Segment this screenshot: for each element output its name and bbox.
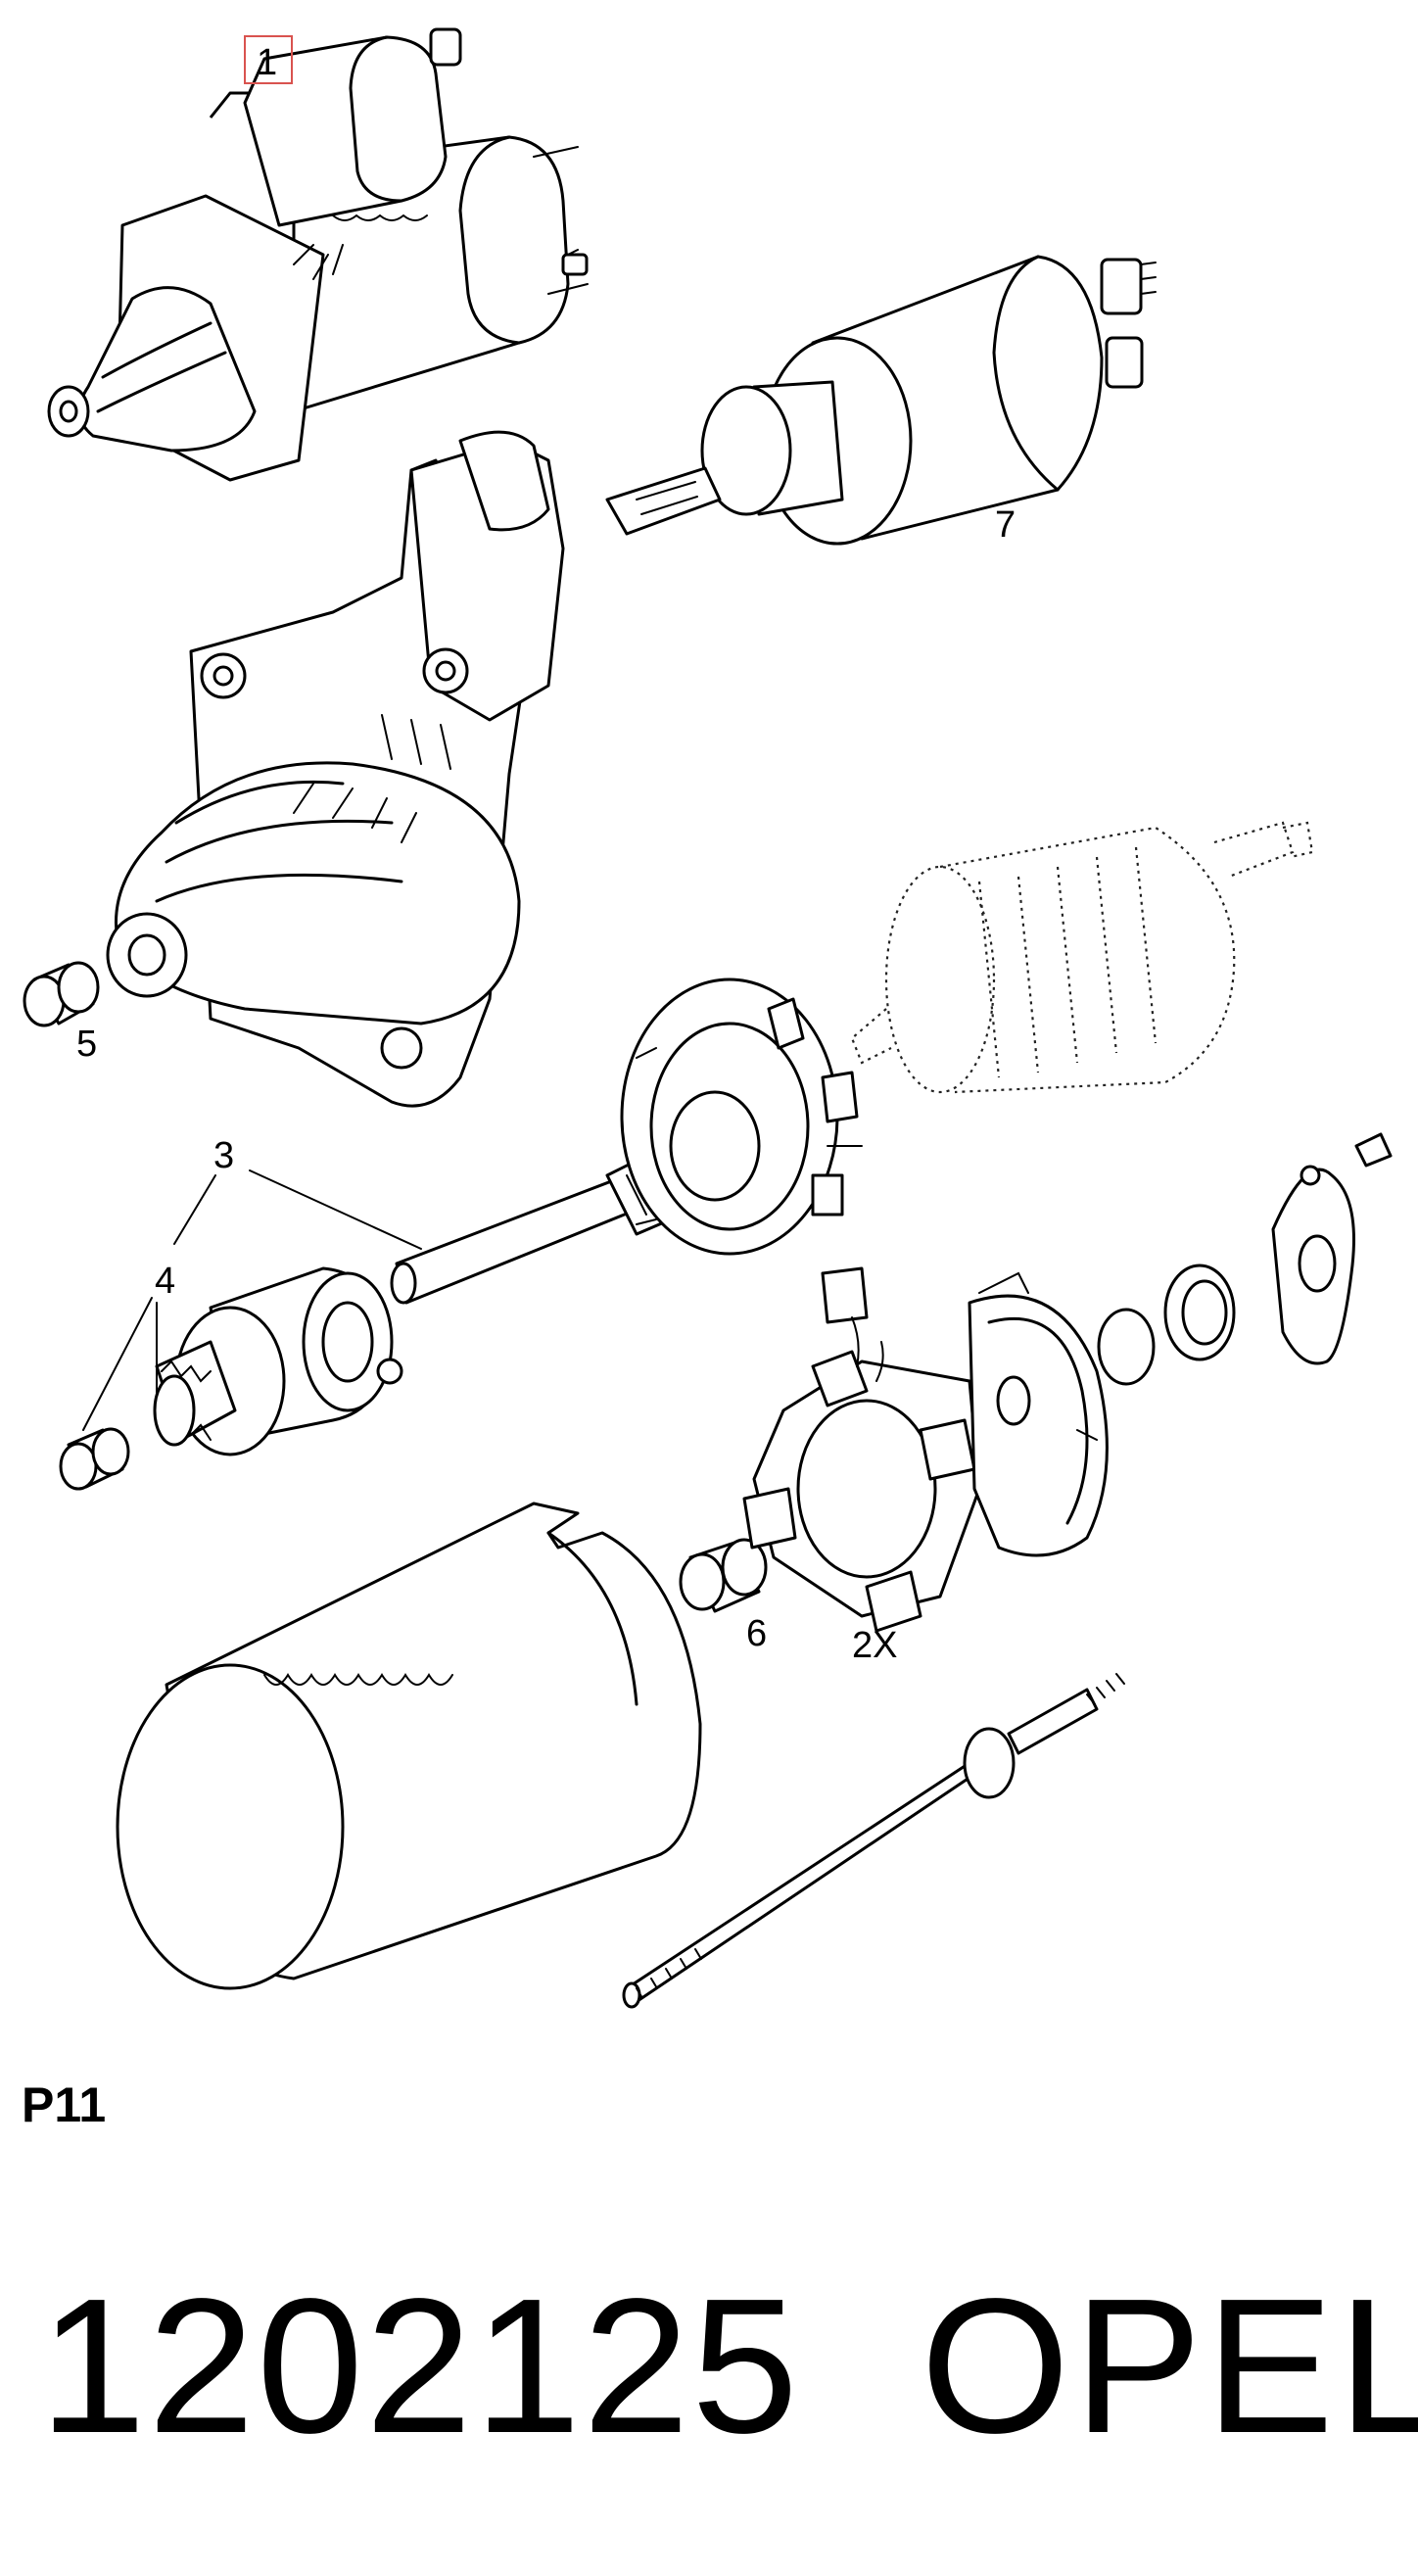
yoke-housing bbox=[116, 1502, 702, 1990]
callout-7: 7 bbox=[995, 504, 1016, 546]
callout-6: 6 bbox=[746, 1613, 767, 1654]
armature-dotted bbox=[850, 821, 1314, 1094]
end-cap-plate bbox=[1271, 1132, 1393, 1365]
through-bolt bbox=[622, 1673, 1125, 2009]
brand-name: OPEL bbox=[921, 2259, 1418, 2473]
pinion-drive bbox=[153, 1266, 403, 1456]
bushing-6 bbox=[679, 1538, 768, 1613]
solenoid bbox=[605, 255, 1157, 546]
callout-1-highlight-box bbox=[244, 35, 293, 84]
callout-5: 5 bbox=[76, 1024, 97, 1065]
drive-end-bracket bbox=[106, 430, 565, 1108]
bushing-5 bbox=[23, 961, 100, 1027]
commutator-end-plate bbox=[968, 1271, 1109, 1557]
overrunning-clutch-housing bbox=[620, 978, 863, 1256]
diagram-code: P11 bbox=[22, 2077, 107, 2132]
callout-2x: 2X bbox=[852, 1625, 897, 1666]
assembled-starter-motor bbox=[47, 27, 589, 482]
callout-4: 4 bbox=[155, 1261, 175, 1302]
part-number: 1202125 bbox=[39, 2259, 801, 2473]
callout-3: 3 bbox=[213, 1135, 234, 1176]
spring-washer bbox=[1097, 1264, 1236, 1386]
brush-holder-assembly bbox=[742, 1266, 981, 1633]
callout-leader-lines bbox=[82, 1169, 422, 1431]
bushing-4 bbox=[59, 1427, 130, 1491]
callout-1: 1 bbox=[257, 42, 277, 83]
